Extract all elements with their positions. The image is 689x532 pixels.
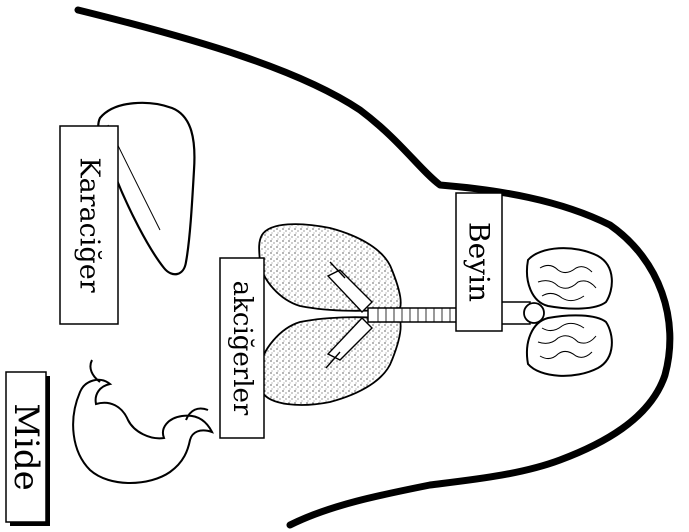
brain-label-text: Beyin: [463, 222, 496, 302]
stomach-icon: [73, 360, 212, 483]
liver-label: Karaciğer: [60, 126, 118, 324]
stomach-label-text: Mide: [6, 403, 46, 491]
lungs-label-text: akciğerler: [227, 281, 257, 416]
stomach-label: Mide: [6, 372, 50, 526]
lungs-label: akciğerler: [220, 258, 264, 438]
brain-icon: [500, 248, 612, 376]
brain-label: Beyin: [456, 193, 502, 331]
liver-label-text: Karaciğer: [74, 157, 105, 292]
